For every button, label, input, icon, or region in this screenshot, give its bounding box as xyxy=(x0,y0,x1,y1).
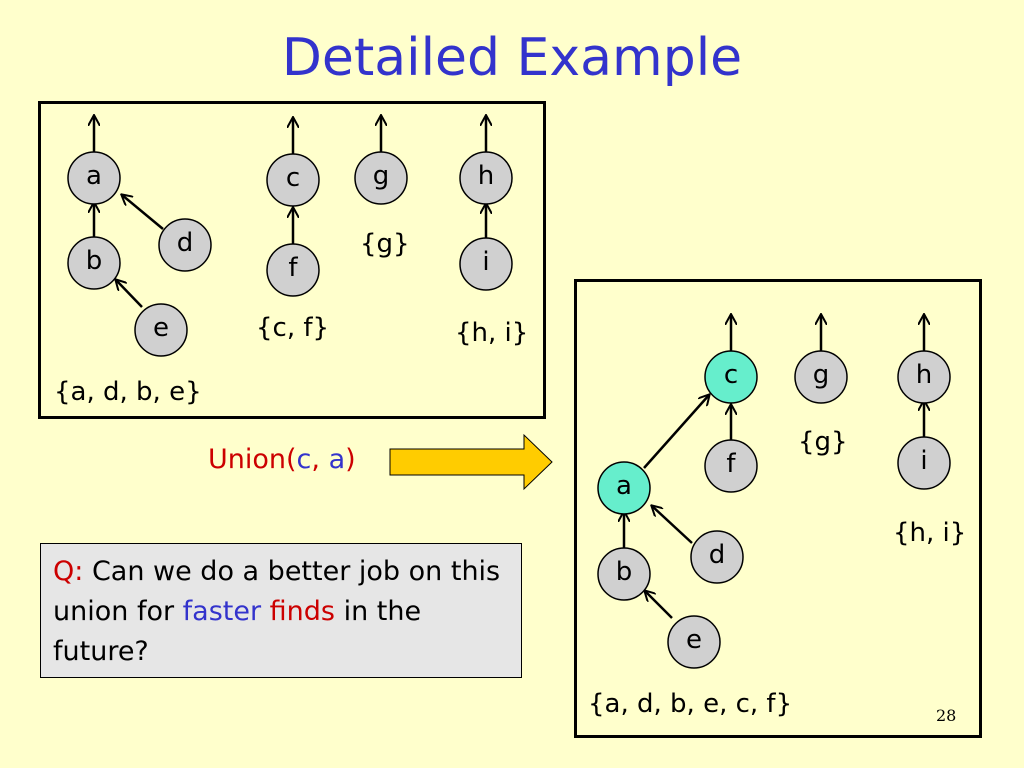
svg-text:b: b xyxy=(86,246,103,276)
after-node-a: a xyxy=(597,461,651,515)
before-node-e: e xyxy=(134,303,188,357)
slide-title: Detailed Example xyxy=(281,28,743,88)
edge-e-to-b xyxy=(116,280,143,308)
svg-text:h: h xyxy=(478,161,494,191)
edge-e-to-b-after xyxy=(645,591,673,619)
before-edges xyxy=(94,116,486,308)
svg-text:c: c xyxy=(286,163,300,193)
svg-text:d: d xyxy=(709,540,726,570)
question-label: Q: xyxy=(53,556,84,587)
after-node-d: d xyxy=(690,530,744,584)
union-prefix: Union( xyxy=(208,444,297,475)
union-arrow-icon xyxy=(389,433,553,491)
question-text-2: in the future? xyxy=(53,596,422,667)
before-node-d: d xyxy=(158,218,212,272)
union-operation-label: Union(c, a) xyxy=(208,444,356,475)
edge-d-to-a-after xyxy=(652,506,693,544)
before-node-g: g xyxy=(354,151,408,205)
union-separator: , xyxy=(311,444,329,475)
before-node-h: h xyxy=(459,151,513,205)
svg-text:e: e xyxy=(686,625,702,655)
question-text-1: Can we do a better job on this union for xyxy=(53,556,501,627)
after-node-g: g xyxy=(794,350,848,404)
set-label-CF: {c, f} xyxy=(256,313,329,343)
set-label-HI: {h, i} xyxy=(455,318,528,348)
page-number: 28 xyxy=(936,706,957,725)
svg-text:c: c xyxy=(724,360,738,390)
after-edges xyxy=(624,315,924,619)
set-label-ADBECF-after: {a, d, b, e, c, f} xyxy=(588,689,792,719)
after-node-f: f xyxy=(704,439,758,493)
svg-text:i: i xyxy=(482,247,489,277)
after-node-c: c xyxy=(704,350,758,404)
union-arg-c: c xyxy=(296,444,312,475)
set-label-G-after: {g} xyxy=(798,427,848,457)
svg-text:g: g xyxy=(813,360,830,390)
after-node-e: e xyxy=(667,615,721,669)
before-node-c: c xyxy=(266,153,320,207)
set-label-ADBE: {a, d, b, e} xyxy=(54,377,202,407)
svg-text:d: d xyxy=(177,228,194,258)
question-finds: finds xyxy=(269,596,335,627)
after-node-b: b xyxy=(597,547,651,601)
question-space xyxy=(261,596,270,627)
svg-text:f: f xyxy=(288,253,298,283)
svg-text:a: a xyxy=(616,471,632,501)
svg-text:i: i xyxy=(920,446,927,476)
edge-a-to-c-after xyxy=(643,395,709,469)
edge-d-to-a xyxy=(122,195,164,230)
set-label-HI-after: {h, i} xyxy=(893,518,966,548)
before-node-i: i xyxy=(459,237,513,291)
question-faster: faster xyxy=(182,596,262,627)
before-node-f: f xyxy=(266,243,320,297)
svg-text:h: h xyxy=(916,360,932,390)
union-arg-a: a xyxy=(328,444,346,475)
after-node-h: h xyxy=(897,350,951,404)
before-node-b: b xyxy=(67,236,121,290)
before-node-a: a xyxy=(67,151,121,205)
svg-text:g: g xyxy=(373,161,390,191)
after-node-i: i xyxy=(897,436,951,490)
union-suffix: ) xyxy=(345,444,356,475)
set-label-G: {g} xyxy=(360,229,410,259)
svg-text:a: a xyxy=(86,161,102,191)
question-box: Q: Can we do a better job on this union … xyxy=(40,543,522,678)
svg-text:b: b xyxy=(616,557,633,587)
svg-text:f: f xyxy=(726,449,736,479)
svg-text:e: e xyxy=(153,313,169,343)
